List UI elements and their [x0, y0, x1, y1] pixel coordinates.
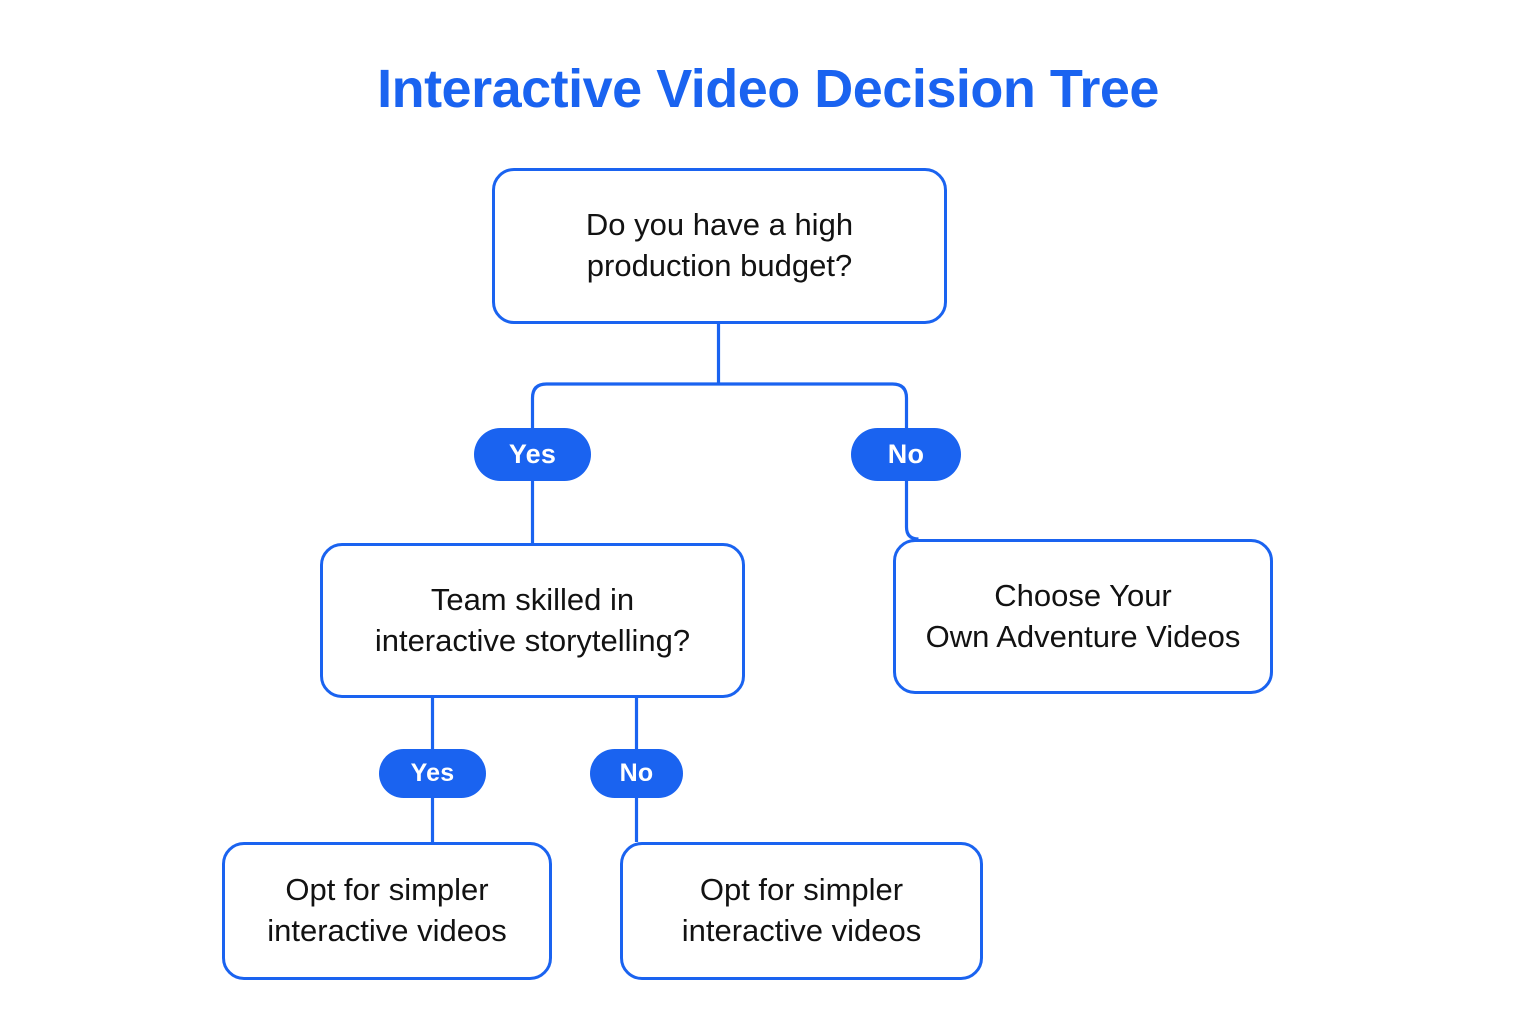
edge-label-team-no-text: No [619, 759, 654, 787]
node-team-label: Team skilled in interactive storytelling… [374, 581, 691, 658]
node-root-label: Do you have a high production budget? [585, 207, 854, 283]
edge-label-root-no[interactable]: No [851, 428, 961, 481]
node-root-question[interactable]: Do you have a high production budget? [492, 168, 947, 324]
edge-label-team-no[interactable]: No [590, 749, 683, 798]
node-opt-simpler-left[interactable]: Opt for simpler interactive videos [222, 842, 552, 980]
edge-label-team-yes[interactable]: Yes [379, 749, 486, 798]
node-opt-simpler-right[interactable]: Opt for simpler interactive videos [620, 842, 983, 980]
edge-root-split [530, 382, 909, 428]
node-leaf-right-label: Opt for simpler interactive videos [681, 872, 922, 948]
node-leaf-left-label: Opt for simpler interactive videos [267, 872, 507, 948]
node-team-question[interactable]: Team skilled in interactive storytelling… [320, 543, 745, 698]
edge-no1-to-cyoa [904, 481, 919, 541]
page-title: Interactive Video Decision Tree [377, 59, 1159, 119]
edge-label-root-yes[interactable]: Yes [474, 428, 591, 481]
node-choose-your-own-adventure[interactable]: Choose Your Own Adventure Videos [893, 539, 1273, 694]
edge-label-root-no-text: No [887, 439, 925, 469]
edge-label-root-yes-text: Yes [508, 439, 557, 469]
edge-label-team-yes-text: Yes [410, 759, 455, 787]
node-cyoa-label: Choose Your Own Adventure Videos [925, 577, 1241, 654]
